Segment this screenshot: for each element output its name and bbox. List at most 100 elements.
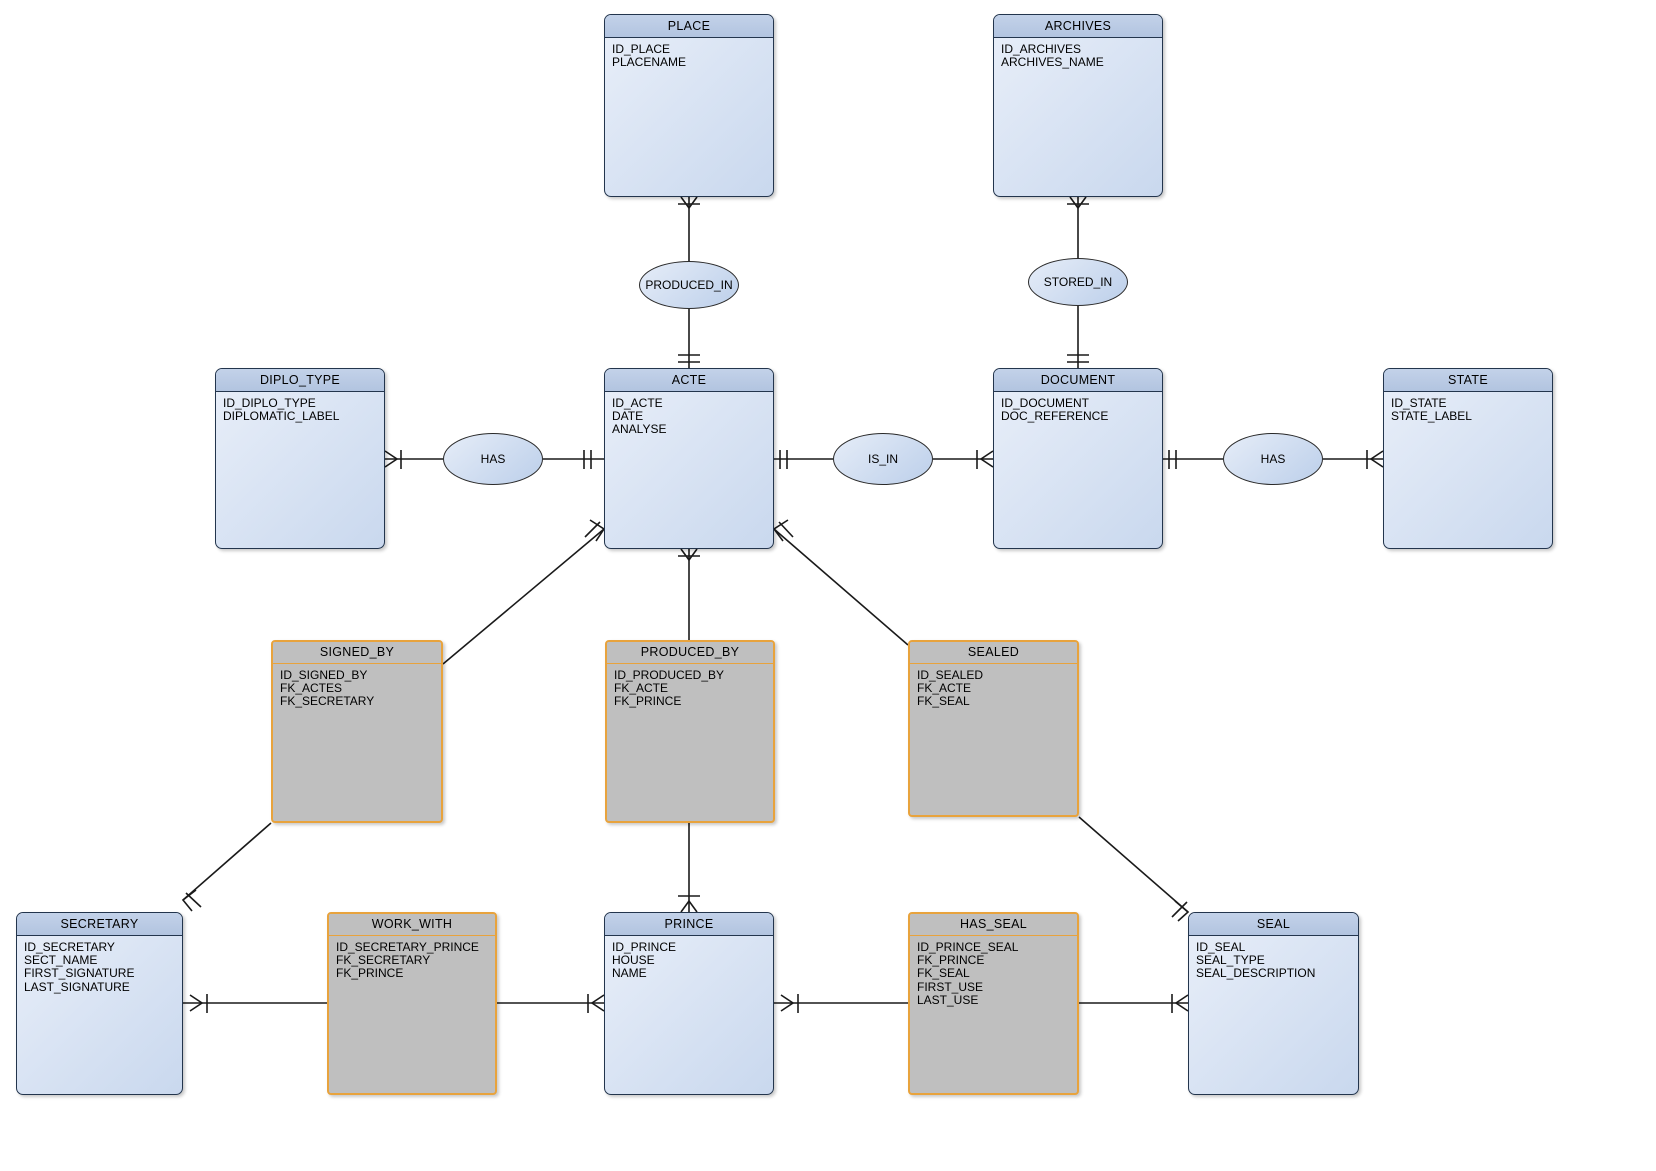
entity-title-place: PLACE — [605, 15, 773, 38]
crowfoot-place — [680, 196, 698, 210]
attribute: DIPLOMATIC_LABEL — [223, 409, 340, 424]
entity-title-acte: ACTE — [605, 369, 773, 392]
entity-title-diplo_type: DIPLO_TYPE — [216, 369, 384, 392]
attribute: LAST_USE — [917, 992, 979, 1007]
attribute: ID_PRINCE — [612, 940, 677, 954]
attribute: ID_DOCUMENT — [1001, 396, 1090, 410]
attribute: ID_ACTE — [612, 396, 663, 410]
entity-title-seal: SEAL — [1189, 913, 1358, 936]
relationship-has_state[interactable]: HAS — [1223, 433, 1323, 485]
attribute: FK_PRINCE — [614, 694, 682, 709]
attribute: NAME — [612, 966, 647, 981]
relationship-label: HAS — [480, 452, 506, 466]
crowfoot-diplotype — [384, 450, 399, 468]
entity-title-sealed: SEALED — [910, 642, 1077, 664]
edge-acte-sealed — [773, 528, 909, 646]
entity-title-secretary: SECRETARY — [17, 913, 182, 936]
attribute: LAST_SIGNATURE — [24, 979, 130, 994]
attribute: DOC_REFERENCE — [1001, 409, 1109, 424]
relationship-label: STORED_IN — [1043, 275, 1113, 289]
attribute: DATE — [612, 409, 644, 424]
attribute: ID_STATE — [1391, 396, 1447, 410]
attribute: FK_PRINCE — [336, 966, 404, 981]
relationship-produced_in[interactable]: PRODUCED_IN — [639, 261, 739, 309]
attribute: ANALYSE — [612, 422, 667, 437]
crowfoot-archives — [1069, 196, 1087, 210]
attribute: SECT_NAME — [24, 953, 98, 968]
entity-title-signed_by: SIGNED_BY — [273, 642, 441, 664]
attribute: FK_ACTE — [917, 681, 972, 696]
entity-title-document: DOCUMENT — [994, 369, 1162, 392]
attribute: FK_SECRETARY — [336, 953, 431, 968]
attribute: FK_SEAL — [917, 694, 970, 709]
attribute: FK_SEAL — [917, 966, 970, 981]
entity-title-archives: ARCHIVES — [994, 15, 1162, 38]
attribute: FK_PRINCE — [917, 953, 985, 968]
attribute: ID_PRODUCED_BY — [614, 668, 725, 682]
edge-sealed-seal — [1078, 816, 1189, 913]
entity-title-state: STATE — [1384, 369, 1552, 392]
attribute: ID_SIGNED_BY — [280, 668, 368, 682]
entity-title-work_with: WORK_WITH — [329, 914, 495, 936]
attribute: FIRST_SIGNATURE — [24, 966, 135, 981]
attribute: ID_ARCHIVES — [1001, 42, 1082, 56]
edge-acte-signedby — [442, 528, 605, 665]
relationship-label: PRODUCED_IN — [645, 278, 733, 292]
attribute: ID_SECRETARY — [24, 940, 115, 954]
attribute: SEAL_TYPE — [1196, 953, 1265, 968]
attribute: ID_DIPLO_TYPE — [223, 396, 316, 410]
relationship-is_in[interactable]: IS_IN — [833, 433, 933, 485]
attribute: FIRST_USE — [917, 979, 984, 994]
attribute: FK_ACTES — [280, 681, 343, 696]
attribute: SEAL_DESCRIPTION — [1196, 966, 1316, 981]
attribute: ARCHIVES_NAME — [1001, 55, 1104, 70]
crowfoot-document-left — [979, 450, 994, 468]
attribute: ID_SEALED — [917, 668, 984, 682]
entity-title-has_seal: HAS_SEAL — [910, 914, 1077, 936]
crowfoot-state — [1369, 450, 1384, 468]
relationship-label: IS_IN — [867, 452, 898, 466]
attribute: ID_SECRETARY_PRINCE — [336, 940, 479, 954]
edge-signedby-secretary — [182, 822, 272, 901]
entity-title-produced_by: PRODUCED_BY — [607, 642, 773, 664]
attribute: PLACENAME — [612, 55, 687, 70]
attribute: FK_ACTE — [614, 681, 669, 696]
attribute: STATE_LABEL — [1391, 409, 1472, 424]
attribute: HOUSE — [612, 953, 655, 968]
entity-title-prince: PRINCE — [605, 913, 773, 936]
attribute: ID_SEAL — [1196, 940, 1246, 954]
attribute: FK_SECRETARY — [280, 694, 375, 709]
attribute: ID_PLACE — [612, 42, 671, 56]
relationship-stored_in[interactable]: STORED_IN — [1028, 258, 1128, 306]
relationship-has_diplo[interactable]: HAS — [443, 433, 543, 485]
